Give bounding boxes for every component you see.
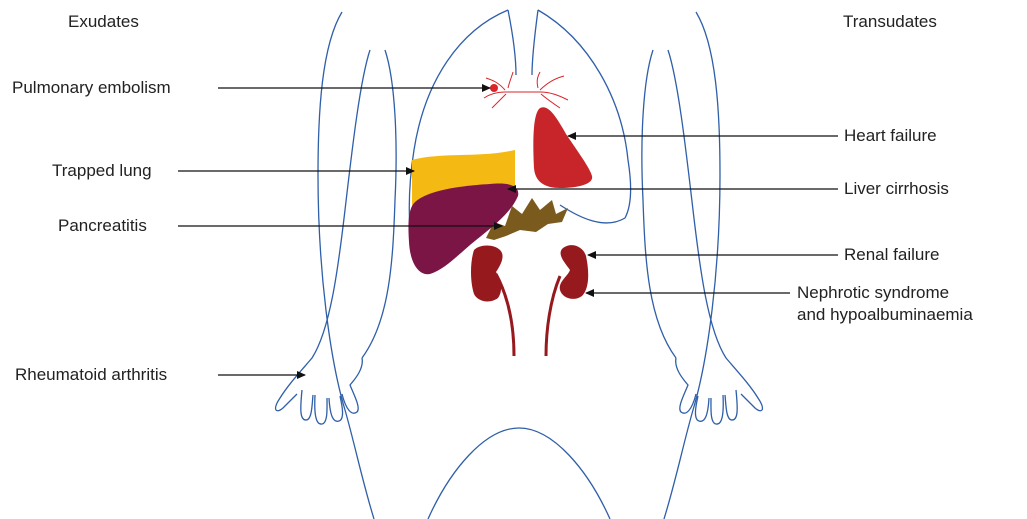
label-trapped-lung: Trapped lung [52, 161, 152, 181]
transudates-heading: Transudates [843, 12, 937, 32]
mediastinum-left [508, 10, 516, 75]
right-hand-finger-1 [725, 390, 737, 420]
left-hand-finger-2 [315, 395, 327, 424]
label-heart-failure: Heart failure [844, 126, 937, 146]
heart-shape [533, 107, 592, 188]
left-hand-finger-1 [301, 390, 313, 420]
exudates-heading: Exudates [68, 12, 139, 32]
right-hand-finger-3 [695, 396, 709, 421]
crotch-outline [428, 428, 610, 519]
label-pancreatitis: Pancreatitis [58, 216, 147, 236]
mediastinum-right [532, 10, 538, 75]
label-liver-cirrhosis: Liver cirrhosis [844, 179, 949, 199]
left-arm-inner [362, 50, 396, 358]
right-hand-finger-2 [711, 395, 723, 424]
torso-right-outline [664, 12, 720, 519]
label-rheumatoid-arthritis: Rheumatoid arthritis [15, 365, 167, 385]
label-hypoalbuminaemia: and hypoalbuminaemia [797, 305, 973, 325]
embolus-marker [490, 84, 498, 92]
left-hand-finger-3 [329, 396, 343, 421]
right-hand-finger-4 [676, 358, 696, 413]
body-outline [276, 10, 763, 519]
label-nephrotic-syndrome: Nephrotic syndrome [797, 283, 949, 303]
left-hand-finger-4 [342, 358, 362, 413]
right-arm-inner [642, 50, 676, 358]
left-kidney-shape [471, 246, 503, 302]
right-ureter [546, 276, 560, 356]
right-arm-outline [668, 50, 762, 411]
label-pulmonary-embolism: Pulmonary embolism [12, 78, 171, 98]
right-kidney-shape [560, 245, 588, 299]
left-arm-outline [276, 50, 370, 411]
label-renal-failure: Renal failure [844, 245, 939, 265]
